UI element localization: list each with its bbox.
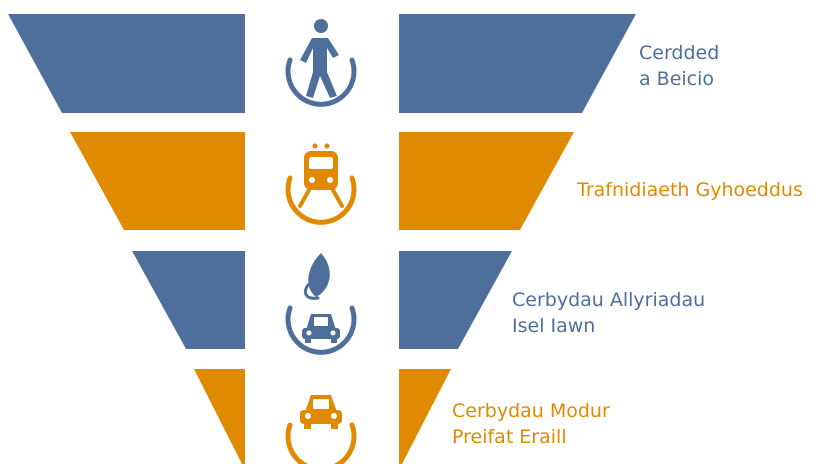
level-3-right-band — [399, 251, 512, 349]
walking-person-icon — [285, 19, 357, 107]
level-2-label-line-1: Trafnidiaeth Gyhoeddus — [577, 179, 803, 201]
level-3-label-line-1: Cerbydau Allyriadau — [512, 289, 706, 311]
level-1-label: Cerdded a Beicio — [639, 40, 719, 92]
level-1-label-line-1: Cerdded — [639, 42, 720, 64]
level-1-left-band — [8, 14, 245, 113]
level-4-label-line-1: Cerbydau Modur — [452, 400, 610, 422]
level-2-left-band — [70, 132, 245, 230]
level-1-label-line-2: a Beicio — [639, 68, 715, 90]
level-3-left-band — [132, 251, 245, 349]
car-icon — [285, 395, 357, 464]
leaf-car-icon — [285, 253, 357, 355]
level-4-left-band — [194, 369, 245, 464]
level-2-right-band — [399, 132, 574, 230]
train-icon — [285, 143, 357, 225]
level-3-label: Cerbydau Allyriadau Isel Iawn — [512, 287, 705, 339]
level-1-right-band — [399, 14, 636, 113]
level-3-label-line-2: Isel Iawn — [512, 315, 596, 337]
level-4-label-line-2: Preifat Eraill — [452, 426, 567, 448]
level-4-right-band — [399, 369, 451, 464]
level-4-label: Cerbydau Modur Preifat Eraill — [452, 398, 610, 450]
level-2-label: Trafnidiaeth Gyhoeddus — [577, 177, 803, 203]
